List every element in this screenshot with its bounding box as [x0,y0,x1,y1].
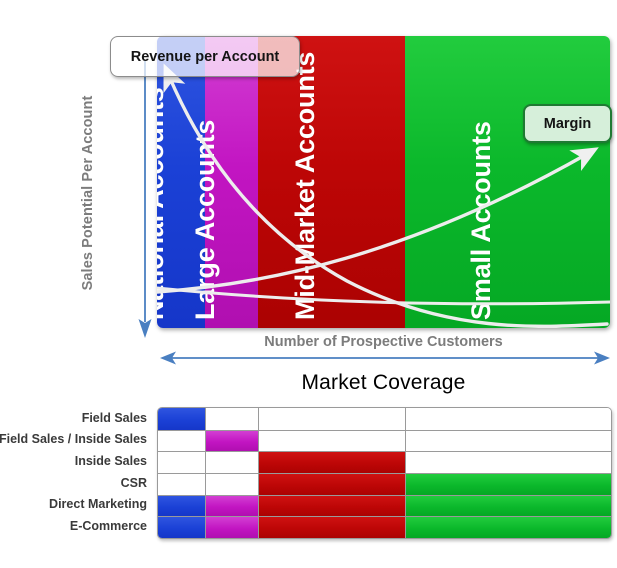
row-label-csr: CSR [120,475,147,490]
coverage-cell[interactable] [206,516,259,538]
band-large-accounts: Large Accounts [190,36,258,328]
table-row [158,451,611,473]
margin-callout[interactable]: Margin [523,104,612,143]
coverage-cell[interactable] [158,472,206,495]
row-label-field-sales: Field Sales [81,410,147,425]
table-row [158,472,611,495]
band-label-mid-market-accounts: Mid-Market Accounts [289,51,320,320]
row-label-direct-marketing: Direct Marketing [49,497,147,512]
row-label-inside-sales: Inside Sales [74,454,147,469]
coverage-cell[interactable] [158,451,206,473]
horizontal-axis-arrow [160,351,610,365]
coverage-cell[interactable] [158,429,206,452]
table-row [158,408,611,430]
revenue-per-account-callout[interactable]: Revenue per Account [110,36,300,77]
table-row [158,494,611,517]
band-small-accounts: Small Accounts [405,36,610,328]
coverage-cell[interactable] [406,429,611,452]
coverage-cell[interactable] [158,408,206,430]
coverage-cell[interactable] [259,451,406,473]
band-label-small-accounts: Small Accounts [465,121,496,320]
row-label-e-commerce: E-Commerce [69,519,147,534]
coverage-cell[interactable] [206,451,259,473]
margin-callout-label: Margin [543,115,592,132]
coverage-cell[interactable] [259,429,406,452]
coverage-cell[interactable] [259,472,406,495]
coverage-cell[interactable] [206,494,259,517]
coverage-cell[interactable] [206,408,259,430]
coverage-cell[interactable] [406,451,611,473]
vertical-axis-arrow [138,60,152,338]
coverage-cell[interactable] [406,408,611,430]
band-mid-market-accounts: Mid-Market Accounts [258,36,405,328]
row-label-field-sales-inside-sales: Field Sales / Inside Sales [0,432,147,447]
coverage-cell[interactable] [259,516,406,538]
coverage-cell[interactable] [158,494,206,517]
revenue-per-account-callout-label: Revenue per Account [130,48,280,65]
coverage-cell[interactable] [206,472,259,495]
band-label-large-accounts: Large Accounts [189,119,220,320]
coverage-cell[interactable] [406,516,611,538]
coverage-row-labels: Field Sales Field Sales / Inside Sales I… [0,407,151,537]
table-row [158,429,611,452]
segment-matrix-panel: National Accounts Large Accounts Mid-Mar… [157,36,610,328]
horizontal-axis-label: Number of Prospective Customers [264,334,503,350]
coverage-cell[interactable] [406,472,611,495]
coverage-cell[interactable] [206,429,259,452]
coverage-cell[interactable] [259,494,406,517]
vertical-axis-label: Sales Potential Per Account [80,95,96,291]
coverage-cell[interactable] [158,516,206,538]
table-row [158,516,611,538]
market-coverage-title: Market Coverage [301,371,466,394]
coverage-cell[interactable] [259,408,406,430]
coverage-table [157,407,612,539]
coverage-cell[interactable] [406,494,611,517]
